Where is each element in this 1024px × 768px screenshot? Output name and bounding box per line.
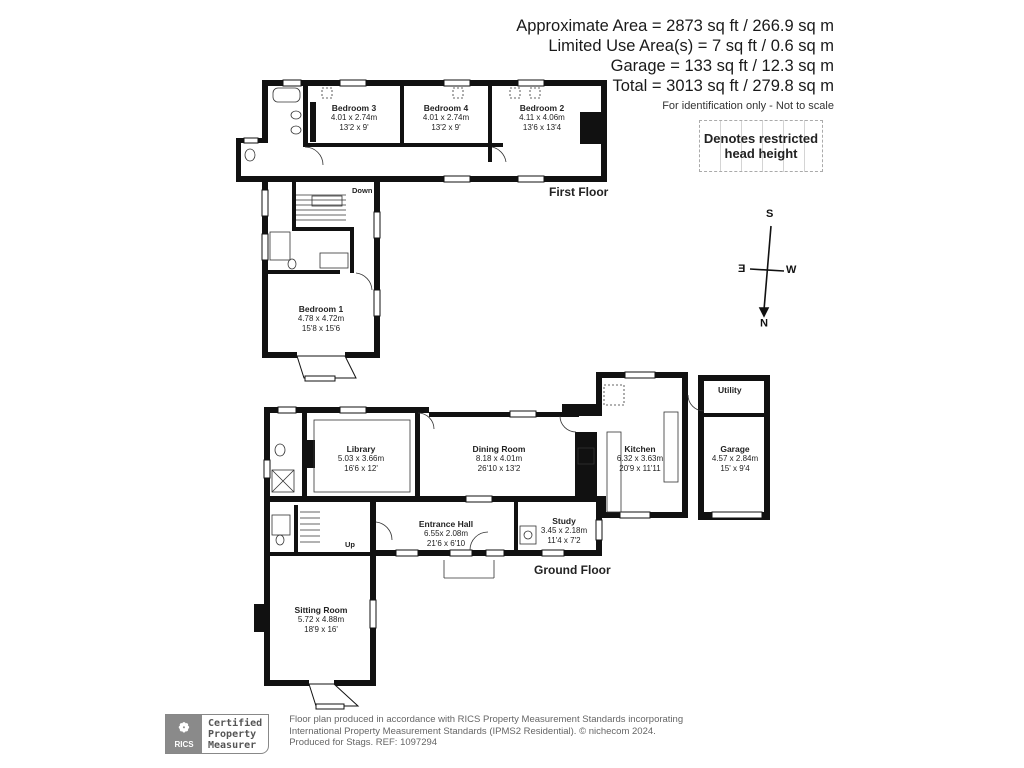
approx-area-text: Approximate Area = 2873 sq ft / 266.9 sq… <box>516 17 834 35</box>
footer-disclaimer: Floor plan produced in accordance with R… <box>289 714 683 749</box>
room-imperial: 16'6 x 12' <box>344 464 378 473</box>
room-imperial: 21'6 x 6'10 <box>426 539 466 548</box>
room-metric: 6.32 x 3.63m <box>616 454 664 463</box>
room-label-bedroom-1: Bedroom 1 4.78 x 4.72m 15'8 x 15'6 <box>298 304 344 334</box>
room-label-dining-room: Dining Room 8.18 x 4.01m 26'10 x 13'2 <box>473 444 526 474</box>
footer-line-3: Produced for Stags. REF: 1097294 <box>289 737 438 748</box>
room-imperial: 15' x 9'4 <box>720 464 750 473</box>
garage-area-text: Garage = 133 sq ft / 12.3 sq m <box>610 57 834 75</box>
room-imperial: 13'6 x 13'4 <box>522 123 562 132</box>
room-imperial: 11'4 x 7'2 <box>547 536 581 545</box>
rics-logo: ❁ RICS <box>166 715 202 753</box>
room-name: Entrance Hall <box>418 519 474 529</box>
first-floor-fixtures <box>244 87 541 291</box>
room-metric: 3.45 x 2.18m <box>540 526 588 535</box>
area-summary: Approximate Area = 2873 sq ft / 266.9 sq… <box>516 16 834 112</box>
room-metric: 4.57 x 2.84m <box>711 454 759 463</box>
room-imperial: 15'8 x 15'6 <box>301 324 341 333</box>
room-name: Bedroom 3 <box>331 103 377 113</box>
ground-floor-label: Ground Floor <box>534 563 611 577</box>
room-label-bedroom-4: Bedroom 4 4.01 x 2.74m 13'2 x 9' <box>423 103 469 133</box>
room-imperial: 13'2 x 9' <box>339 123 369 132</box>
room-label-bedroom-3: Bedroom 3 4.01 x 2.74m 13'2 x 9' <box>331 103 377 133</box>
room-label-kitchen: Kitchen 6.32 x 3.63m 20'9 x 11'11 <box>617 444 663 474</box>
badge-line-1: Certified <box>208 718 263 729</box>
room-imperial: 20'9 x 11'11 <box>619 464 661 473</box>
room-name: Bedroom 2 <box>519 103 565 113</box>
compass-east: E <box>738 263 746 275</box>
compass-west: W <box>786 264 797 276</box>
scale-disclaimer: For identification only - Not to scale <box>662 100 834 112</box>
stairs-up-label: Up <box>345 540 355 549</box>
badge-line-2: Property <box>208 729 257 740</box>
rics-cert-text: Certified Property Measurer <box>202 715 268 753</box>
room-metric: 4.01 x 2.74m <box>422 113 470 122</box>
rics-emblem-icon: ❁ <box>178 720 190 735</box>
legend-line-2: head height <box>724 146 798 161</box>
footer-line-2: International Property Measurement Stand… <box>289 725 656 737</box>
first-floor-label: First Floor <box>549 185 609 199</box>
room-imperial: 18'9 x 16' <box>304 625 338 634</box>
room-label-garage: Garage 4.57 x 2.84m 15' x 9'4 <box>712 444 758 474</box>
total-area-text: Total = 3013 sq ft / 279.8 sq m <box>612 77 834 95</box>
room-metric: 4.01 x 2.74m <box>330 113 378 122</box>
room-metric: 4.11 x 4.06m <box>519 113 565 122</box>
rics-certified-badge: ❁ RICS Certified Property Measurer <box>165 714 270 754</box>
room-name: Bedroom 1 <box>298 304 344 314</box>
compass-north: N <box>760 316 768 328</box>
room-name: Bedroom 4 <box>423 103 469 113</box>
room-metric: 5.03 x 3.66m <box>337 454 385 463</box>
restricted-height-legend: Denotes restricted head height <box>699 120 823 172</box>
limited-use-area-text: Limited Use Area(s) = 7 sq ft / 0.6 sq m <box>548 37 834 55</box>
compass <box>749 225 785 318</box>
compass-south: S <box>766 208 774 220</box>
room-label-entrance-hall: Entrance Hall 6.55x 2.08m 21'6 x 6'10 <box>419 519 473 549</box>
rics-logo-text: RICS <box>174 740 194 749</box>
room-imperial: 26'10 x 13'2 <box>477 464 521 473</box>
room-label-sitting-room: Sitting Room 5.72 x 4.88m 18'9 x 16' <box>295 605 348 635</box>
stairs-down-label: Down <box>352 186 373 195</box>
room-name: Kitchen <box>624 444 656 454</box>
room-name: Library <box>346 444 376 454</box>
legend-line-1: Denotes restricted <box>703 131 819 146</box>
room-metric: 4.78 x 4.72m <box>297 314 345 323</box>
room-name: Dining Room <box>472 444 526 454</box>
room-label-study: Study 3.45 x 2.18m 11'4 x 7'2 <box>541 516 587 546</box>
room-label-library: Library 5.03 x 3.66m 16'6 x 12' <box>338 444 384 474</box>
footer-line-1: Floor plan produced in accordance with R… <box>289 714 684 725</box>
footer: ❁ RICS Certified Property Measurer Floor… <box>165 714 683 754</box>
utility-label: Utility <box>718 385 742 395</box>
badge-line-3: Measurer <box>208 740 257 751</box>
room-name: Sitting Room <box>294 605 348 615</box>
ground-floor-fixtures <box>271 384 705 579</box>
room-name: Study <box>552 516 576 526</box>
ground-floor-windows <box>263 371 763 710</box>
ground-floor-walls <box>254 372 770 686</box>
room-name: Garage <box>720 444 750 454</box>
room-metric: 5.72 x 4.88m <box>297 615 345 624</box>
room-metric: 8.18 x 4.01m <box>475 454 523 463</box>
room-metric: 6.55x 2.08m <box>423 529 469 538</box>
room-label-bedroom-2: Bedroom 2 4.11 x 4.06m 13'6 x 13'4 <box>519 103 565 133</box>
first-floor-windows <box>243 79 545 382</box>
room-imperial: 13'2 x 9' <box>431 123 461 132</box>
